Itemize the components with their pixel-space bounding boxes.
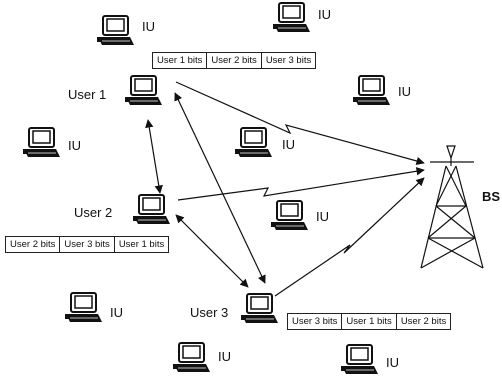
bit-cell: User 1 bits: [118, 239, 165, 250]
antenna-tower-icon: [420, 145, 484, 269]
bit-cell: User 1 bits: [153, 53, 208, 68]
link-user1-user2: [145, 119, 163, 194]
iu-label: IU: [68, 138, 81, 153]
bit-cell: User 3 bits: [288, 314, 343, 329]
bit-cell: User 3 bits: [265, 55, 312, 66]
laptop-icon: [173, 342, 210, 372]
iu-label: IU: [398, 84, 411, 99]
bit-cell: User 2 bits: [6, 237, 61, 252]
laptop-icon: [65, 292, 102, 322]
iu-label: IU: [282, 137, 295, 152]
uplink-user3-bs: [274, 177, 425, 297]
laptop-icon: [133, 194, 170, 224]
link-user2-user3: [175, 214, 249, 288]
user1-label: User 1: [68, 87, 107, 102]
laptop-icon: [97, 15, 134, 45]
user2-bit-sequence: User 2 bits User 3 bits User 1 bits: [5, 236, 170, 253]
uplink-user1-bs: [175, 81, 425, 166]
uplink-user2-bs: [177, 167, 425, 201]
bit-cell: User 1 bits: [342, 314, 397, 329]
iu-label: IU: [386, 355, 399, 370]
laptop-icon: [125, 75, 162, 105]
bit-cell: User 2 bits: [400, 316, 447, 327]
laptop-icon: [271, 200, 308, 230]
link-user1-user3: [174, 92, 266, 284]
bit-cell: User 3 bits: [60, 237, 115, 252]
user3-label: User 3: [190, 305, 229, 320]
iu-label: IU: [142, 19, 155, 34]
iu-label: IU: [110, 305, 123, 320]
laptop-icon: [353, 75, 390, 105]
laptop-icon: [235, 127, 272, 157]
user2-label: User 2: [74, 205, 113, 220]
iu-label: IU: [318, 7, 331, 22]
iu-label: IU: [218, 349, 231, 364]
laptop-icon: [241, 293, 278, 323]
bs-label: BS: [482, 189, 501, 204]
user3-bit-sequence: User 3 bits User 1 bits User 2 bits: [287, 313, 452, 330]
laptop-icon: [273, 2, 310, 32]
laptop-icon: [23, 127, 60, 157]
iu-label: IU: [316, 209, 329, 224]
laptop-icon: [341, 344, 378, 374]
bit-cell: User 2 bits: [207, 53, 262, 68]
user1-bit-sequence: User 1 bits User 2 bits User 3 bits: [152, 52, 317, 69]
